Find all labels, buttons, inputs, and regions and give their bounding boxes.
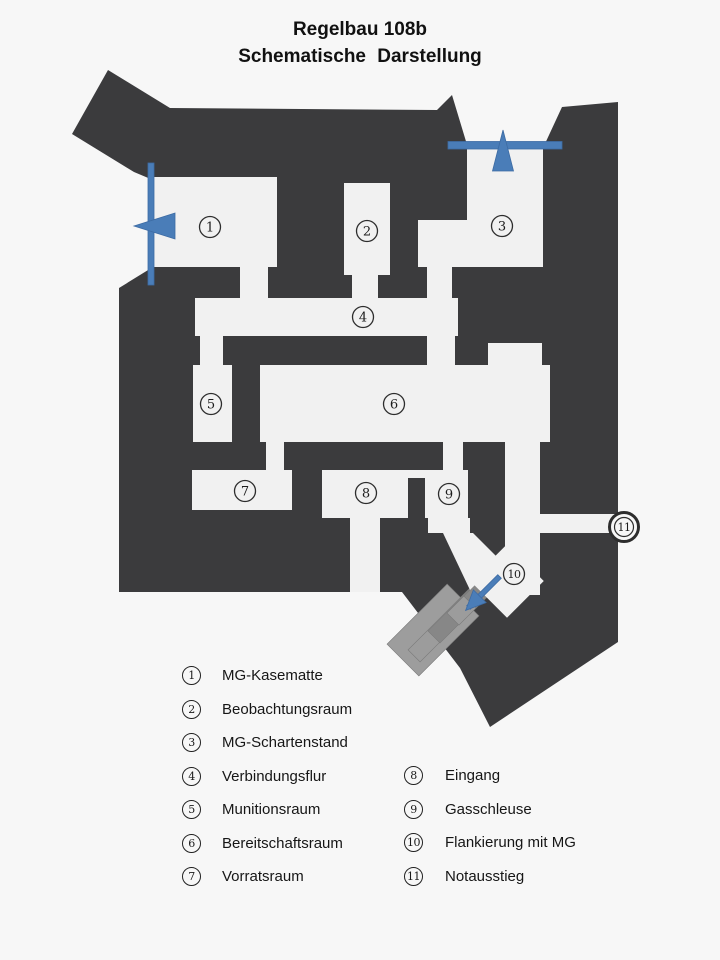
room-6-top-notch	[488, 343, 542, 365]
legend-circle-7: 7	[182, 867, 201, 886]
mg-embrasure-north-icon	[447, 129, 563, 172]
entrance-passage	[350, 518, 380, 592]
room-marker-5	[199, 392, 223, 416]
room-marker-1	[198, 215, 222, 239]
room-marker-4	[351, 305, 375, 329]
room-marker-7	[233, 479, 257, 503]
legend-label-1: MG-Kasematte	[222, 667, 323, 684]
door-room2-corridor	[352, 275, 378, 300]
legend-label-10: Flankierung mit MG	[445, 834, 576, 851]
room-marker-9-label: 9	[445, 488, 453, 503]
legend-number-9: 9	[410, 802, 417, 816]
legend-item-mg-kasematte: 1 MG-Kasematte	[182, 666, 352, 685]
legend-item-eingang: 8 Eingang	[404, 766, 576, 785]
mg-embrasure-west-icon	[132, 162, 176, 286]
room-marker-6	[382, 392, 406, 416]
legend-label-8: Eingang	[445, 767, 501, 784]
room-marker-11-label: 11	[618, 521, 631, 534]
legend-label-7: Vorratsraum	[222, 868, 304, 885]
title-line-1: Regelbau 108b	[292, 19, 428, 40]
door-room6-room7	[266, 442, 284, 470]
door-room1-corridor	[240, 267, 268, 300]
room-marker-11-inner	[613, 516, 635, 538]
door-room3-corridor	[427, 267, 452, 300]
legend-number-3: 3	[188, 736, 195, 749]
room-marker-3-label: 3	[498, 220, 506, 235]
room-marker-6-label: 6	[390, 398, 398, 413]
legend-circle-11: 11	[404, 866, 423, 886]
legend-number-7: 7	[188, 870, 195, 883]
legend-circle-8: 8	[404, 766, 423, 785]
legend-circle-6: 6	[182, 833, 201, 853]
legend-number-4: 4	[188, 769, 195, 783]
legend-number-10: 10	[407, 836, 421, 849]
corridor-11-notausstieg	[540, 514, 617, 533]
legend-label-2: Beobachtungsraum	[222, 700, 353, 718]
door-corridor-room5	[200, 336, 223, 366]
room-marker-10-label: 10	[508, 568, 521, 581]
room-marker-5-label: 5	[207, 398, 215, 413]
legend-circle-3: 3	[182, 733, 201, 752]
legend-item-beobachtungsraum: 2 Beobachtungsraum	[182, 699, 353, 719]
legend-item-munitionsraum: 5 Munitionsraum	[182, 800, 352, 819]
legend-item-flankierung: 10 Flankierung mit MG	[404, 833, 576, 852]
room-marker-2	[355, 219, 379, 243]
page-title: Regelbau 108b Schematische Darstellung	[0, 16, 720, 70]
legend-circle-9: 9	[404, 799, 423, 819]
room-marker-1-label: 1	[206, 221, 214, 236]
legend-label-4: Verbindungsflur	[222, 767, 327, 785]
legend-number-8: 8	[410, 769, 417, 782]
legend-item-vorratsraum: 7 Vorratsraum	[182, 867, 352, 886]
legend-circle-5: 5	[182, 800, 201, 819]
legend-label-5: Munitionsraum	[222, 801, 321, 818]
door-room6-room9	[443, 442, 463, 470]
door-room8-room9	[408, 470, 425, 478]
legend-item-notausstieg: 11 Notausstieg	[404, 866, 576, 886]
legend-right-column: 8 Eingang 9 Gasschleuse 10 Flankierung m…	[404, 766, 576, 900]
legend-number-11: 11	[407, 869, 421, 883]
legend-label-9: Gasschleuse	[445, 800, 532, 818]
legend-circle-4: 4	[182, 766, 201, 786]
legend-left-column: 1 MG-Kasematte 2 Beobachtungsraum 3 MG-S…	[182, 666, 352, 901]
legend-number-1: 1	[188, 669, 195, 682]
door-corridor-room6	[427, 336, 455, 366]
room-marker-2-label: 2	[363, 225, 371, 240]
legend-item-gasschleuse: 9 Gasschleuse	[404, 799, 576, 819]
legend-circle-10: 10	[404, 833, 423, 852]
passage-room9-room10	[443, 533, 500, 590]
corridor-4-verbindungsflur	[195, 298, 458, 336]
room-9-lower-part	[428, 518, 470, 533]
room-marker-4-label: 4	[359, 311, 367, 326]
room-marker-10	[502, 562, 526, 586]
legend-number-2: 2	[188, 702, 195, 716]
legend-item-verbindungsflur: 4 Verbindungsflur	[182, 766, 352, 786]
legend-circle-2: 2	[182, 699, 201, 719]
room-marker-7-label: 7	[241, 485, 249, 500]
legend-number-6: 6	[188, 836, 195, 850]
legend-circle-1: 1	[182, 666, 201, 685]
legend-number-5: 5	[188, 803, 195, 816]
legend-label-11: Notausstieg	[445, 867, 525, 885]
title-line-2: Schematische Darstellung	[238, 46, 482, 67]
legend-label-6: Bereitschaftsraum	[222, 834, 343, 852]
room-marker-9	[437, 482, 461, 506]
room-marker-8	[354, 481, 378, 505]
room-marker-3	[490, 214, 514, 238]
room-3-side-notch	[418, 220, 467, 267]
legend-item-bereitschaftsraum: 6 Bereitschaftsraum	[182, 833, 352, 853]
legend-label-3: MG-Schartenstand	[222, 734, 348, 751]
room-marker-8-label: 8	[362, 487, 370, 502]
mg-flanking-icon	[464, 574, 502, 612]
legend-item-mg-schartenstand: 3 MG-Schartenstand	[182, 733, 352, 752]
